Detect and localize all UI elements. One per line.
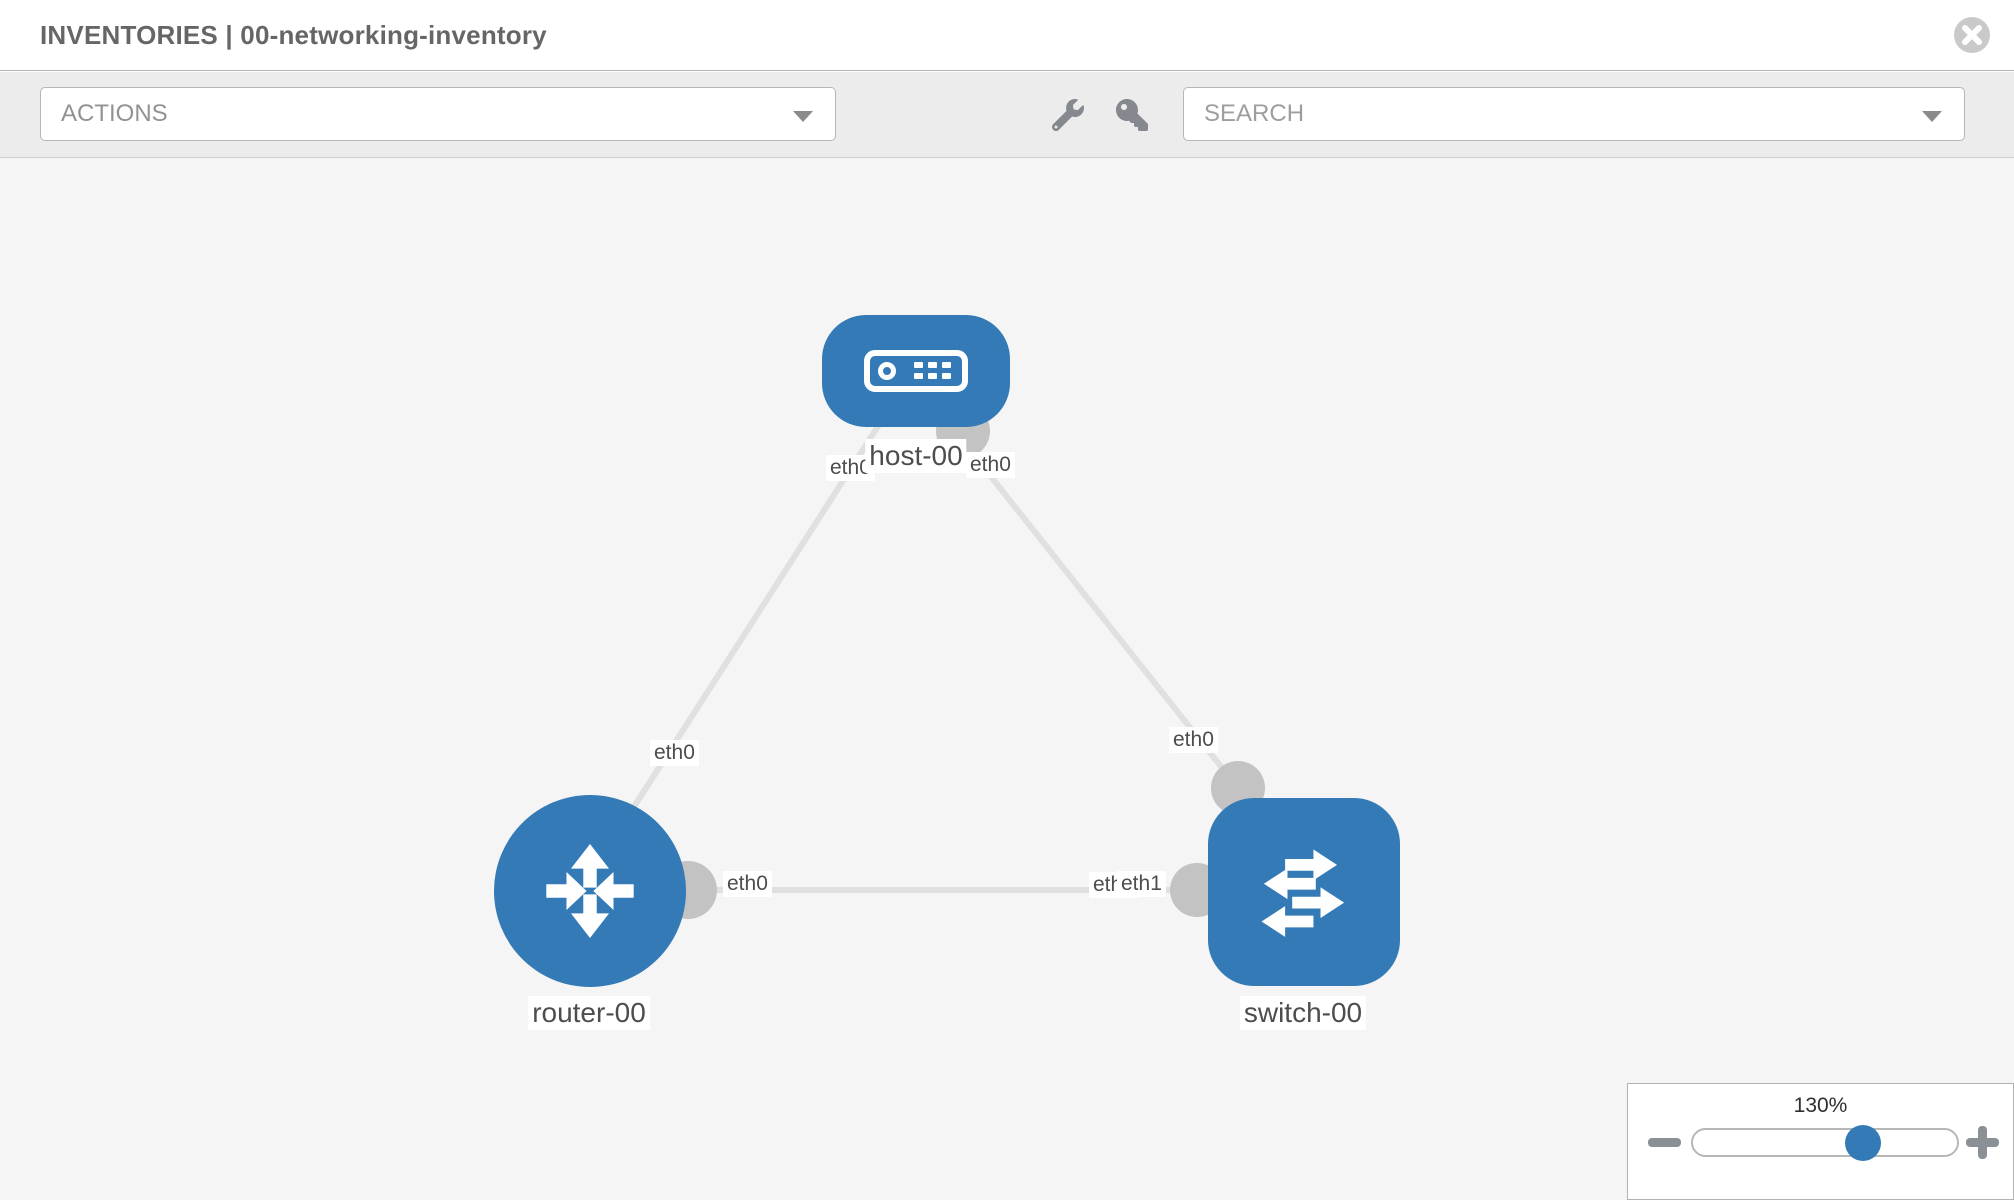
zoom-slider-thumb[interactable]	[1845, 1125, 1881, 1161]
key-icon	[1116, 99, 1148, 131]
node-label-router-00: router-00	[528, 996, 650, 1031]
iface-label-host-right: eth0	[966, 452, 1015, 479]
close-button[interactable]	[1954, 17, 1990, 53]
chevron-down-icon	[1922, 111, 1942, 122]
chevron-down-icon	[793, 111, 813, 122]
topology-canvas[interactable]: eth0 eth0 eth0 eth0 eth0 eth0 eth1 host-…	[0, 158, 2014, 1200]
node-switch-00[interactable]	[1208, 798, 1400, 986]
toolbar: ACTIONS SEARCH	[0, 72, 2014, 158]
node-host-00[interactable]	[822, 315, 1010, 427]
node-router-00[interactable]	[494, 795, 686, 987]
page-title: INVENTORIES | 00-networking-inventory	[40, 20, 547, 50]
configure-button[interactable]	[1050, 97, 1086, 133]
actions-dropdown-label: ACTIONS	[61, 100, 168, 127]
zoom-in-button[interactable]	[1966, 1126, 1999, 1159]
topology-links-layer	[625, 404, 1265, 919]
node-label-host-00: host-00	[865, 439, 967, 474]
switch-icon	[1261, 849, 1345, 937]
zoom-level-value: 130%	[1793, 1094, 1848, 1117]
wrench-icon	[1052, 99, 1084, 131]
iface-label-router-uplink: eth0	[650, 740, 699, 767]
close-icon	[1962, 25, 1982, 45]
iface-label-switch-uplink: eth0	[1169, 727, 1218, 754]
actions-dropdown[interactable]: ACTIONS	[40, 87, 836, 141]
zoom-slider-track[interactable]	[1691, 1128, 1959, 1157]
node-label-switch-00: switch-00	[1239, 996, 1367, 1031]
host-icon	[864, 350, 968, 392]
header: INVENTORIES | 00-networking-inventory	[0, 0, 2014, 71]
iface-label-switch-left-over: eth1	[1117, 871, 1166, 898]
zoom-out-button[interactable]	[1648, 1138, 1681, 1147]
search-dropdown[interactable]: SEARCH	[1183, 87, 1965, 141]
iface-label-router-right: eth0	[723, 871, 772, 898]
router-icon	[546, 843, 634, 939]
search-placeholder: SEARCH	[1204, 100, 1305, 127]
zoom-control-panel: 130%	[1627, 1083, 2014, 1200]
credentials-button[interactable]	[1114, 97, 1150, 133]
